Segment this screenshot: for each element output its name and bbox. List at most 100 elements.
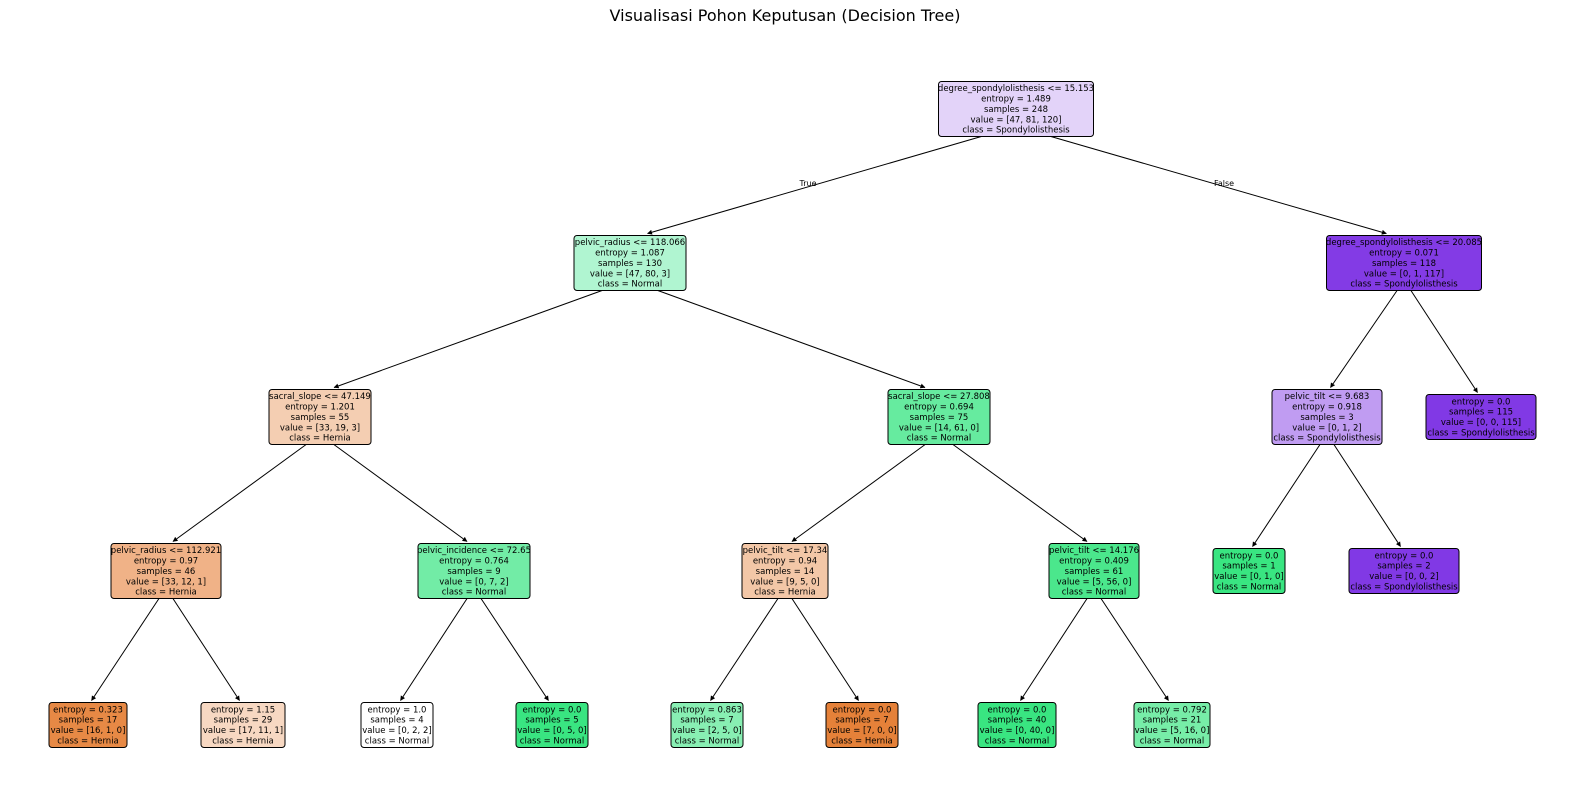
edge-label-false: False [1214,179,1234,188]
node-text-line: entropy = 0.323 [53,705,123,715]
edge-n0-n1 [647,136,982,235]
edge-n7-n14 [172,598,240,701]
node-text-line: class = Spondylolisthesis [1427,429,1535,439]
node-box [1326,235,1482,291]
node-text-line: entropy = 1.087 [595,249,665,259]
node-text-line: value = [5, 16, 0] [1135,726,1210,736]
node-text-line: entropy = 0.94 [753,557,817,567]
edges-layer [91,136,1478,701]
node-text-line: samples = 7 [680,716,733,726]
node-text-line: class = Hernia [831,737,893,747]
node-text-line: samples = 2 [1377,562,1430,572]
node-text-line: value = [2, 5, 0] [672,726,741,736]
node-text-line: samples = 7 [835,716,888,726]
node-text-line: entropy = 1.489 [981,95,1051,105]
node-text-line: value = [0, 7, 2] [439,577,508,587]
node-text-line: entropy = 0.409 [1059,557,1129,567]
diagram-title: Visualisasi Pohon Keputusan (Decision Tr… [609,6,961,25]
edge-n2-n6 [1410,290,1478,393]
edge-n4-n10 [952,444,1088,542]
node-text-line: samples = 3 [1300,413,1353,423]
node-text-line: entropy = 0.918 [1292,403,1362,413]
node-text-line: class = Normal [907,434,971,444]
node-text-line: value = [14, 61, 0] [899,423,979,433]
node-text-line: samples = 75 [910,413,969,423]
edge-n1-n4 [657,290,926,389]
node-text-line: value = [47, 81, 120] [970,115,1061,125]
node-text-line: entropy = 0.0 [523,705,582,715]
node-text-line: samples = 9 [447,567,500,577]
edge-n2-n5 [1330,290,1398,388]
node-text-line: class = Hernia [135,588,197,598]
node-text-line: class = Normal [1140,737,1204,747]
node-text-line: samples = 1 [1222,562,1275,572]
node-text-line: pelvic_tilt <= 9.683 [1285,392,1370,402]
node-text-line: sacral_slope <= 27.808 [888,392,990,402]
node-text-line: degree_spondylolisthesis <= 15.153 [938,84,1094,94]
node-text-line: value = [0, 1, 117] [1364,269,1444,279]
node-text-line: entropy = 0.863 [672,705,742,715]
node-box [417,543,531,599]
node-text-line: class = Spondylolisthesis [1350,583,1458,593]
node-text-line: pelvic_incidence <= 72.65 [417,546,531,556]
node-box [670,702,744,748]
edge-n9-n18 [791,598,859,701]
node-text-line: class = Spondylolisthesis [1350,280,1458,290]
node-text-line: sacral_slope <= 47.149 [269,392,371,402]
node-text-line: class = Hernia [754,588,816,598]
node-text-line: entropy = 0.0 [833,705,892,715]
edge-n3-n7 [172,444,307,542]
node-text-line: pelvic_radius <= 112.921 [111,546,221,556]
node-text-line: value = [0, 40, 0] [980,726,1055,736]
edge-label-true: True [799,179,817,188]
node-text-line: samples = 21 [1143,716,1202,726]
node-box [1348,548,1460,594]
node-text-line: pelvic_tilt <= 17.34 [743,546,828,556]
node-box [1271,389,1383,445]
node-text-line: entropy = 0.694 [904,403,974,413]
node-text-line: class = Normal [675,737,739,747]
node-text-line: value = [33, 12, 1] [126,577,206,587]
node-text-line: samples = 115 [1449,408,1513,418]
node-text-line: pelvic_radius <= 118.066 [575,238,685,248]
node-box [1133,702,1211,748]
node-text-line: degree_spondylolisthesis <= 20.085 [1326,238,1482,248]
nodes-layer: degree_spondylolisthesis <= 15.153entrop… [48,81,1537,748]
node-box [825,702,899,748]
node-text-line: class = Spondylolisthesis [962,126,1070,136]
node-text-line: samples = 55 [291,413,350,423]
edge-n9-n17 [710,598,779,701]
node-text-line: value = [0, 0, 2] [1369,572,1438,582]
node-text-line: value = [33, 19, 3] [280,423,360,433]
edge-n8-n15 [400,598,468,701]
node-box [515,702,589,748]
node-text-line: pelvic_tilt <= 14.176 [1049,546,1139,556]
node-box [1425,394,1537,440]
node-text-line: entropy = 0.0 [1452,397,1511,407]
node-text-line: value = [0, 2, 2] [362,726,431,736]
node-text-line: entropy = 1.15 [211,705,275,715]
node-box [48,702,128,748]
node-text-line: samples = 130 [598,259,662,269]
node-text-line: class = Normal [1062,588,1126,598]
edge-n8-n16 [480,598,549,701]
edge-n1-n3 [333,290,603,389]
tree-node-n0: degree_spondylolisthesis <= 15.153entrop… [938,81,1094,137]
node-text-line: class = Hernia [289,434,351,444]
edge-n10-n19 [1020,598,1088,701]
node-box [1212,548,1286,594]
